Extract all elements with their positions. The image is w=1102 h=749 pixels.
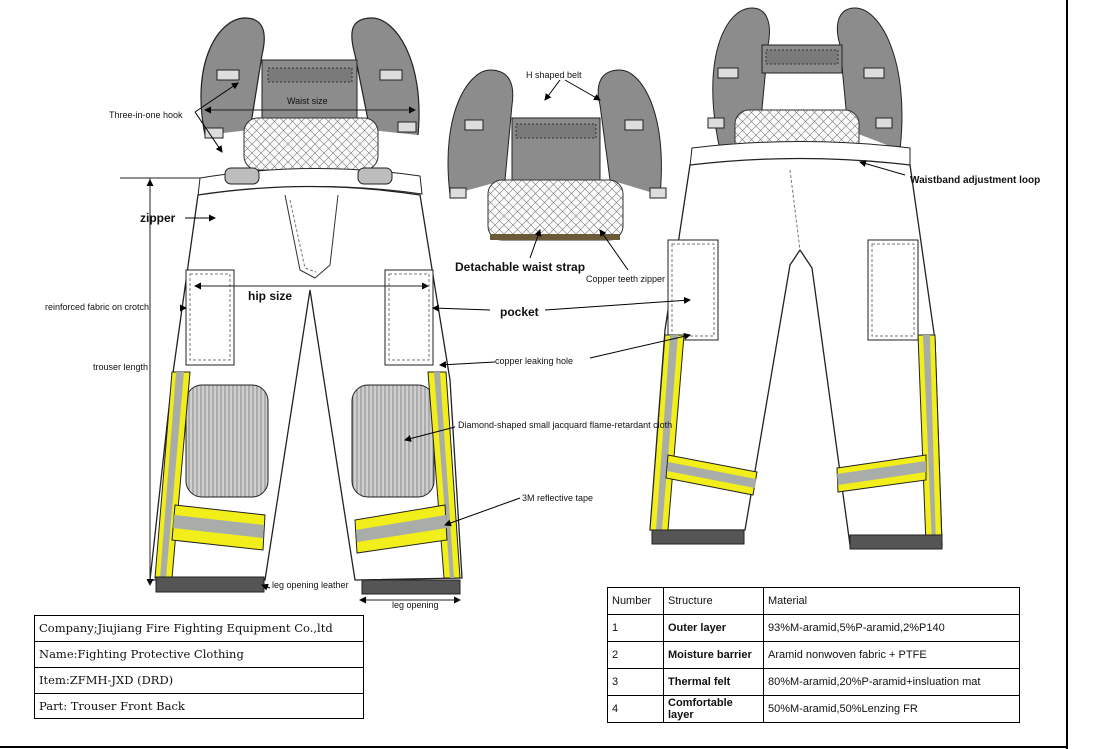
label-detachable-waist-strap: Detachable waist strap bbox=[455, 260, 586, 274]
front-knee-pad-right bbox=[351, 384, 435, 498]
row-material: 93%M-aramid,5%P-aramid,2%P140 bbox=[763, 614, 1020, 642]
company-row: Company;Jiujiang Fire Fighting Equipment… bbox=[35, 616, 363, 642]
part-row: Part: Trouser Front Back bbox=[39, 699, 185, 713]
row-material: Aramid nonwoven fabric + PTFE bbox=[763, 641, 1020, 669]
label-reflective-tape: 3M reflective tape bbox=[522, 493, 594, 503]
label-trouser-length: trouser length bbox=[93, 362, 149, 372]
row-number: 3 bbox=[607, 668, 664, 696]
row-structure: Outer layer bbox=[663, 614, 764, 642]
label-leg-opening: leg opening bbox=[392, 600, 439, 610]
table-row: 3 Thermal felt 80%M-aramid,20%P-aramid+i… bbox=[607, 668, 1020, 696]
row-structure: Comfortable layer bbox=[663, 695, 764, 723]
row-structure: Moisture barrier bbox=[663, 641, 764, 669]
table-row: 1 Outer layer 93%M-aramid,5%P-aramid,2%P… bbox=[607, 614, 1020, 642]
label-waist-size: Waist size bbox=[287, 96, 328, 106]
row-number: 1 bbox=[607, 614, 664, 642]
back-trouser bbox=[649, 7, 943, 550]
label-reinforced-fabric: reinforced fabric on crotch bbox=[45, 302, 150, 312]
leader-lines bbox=[180, 79, 906, 591]
frame-border-bottom bbox=[0, 746, 1068, 748]
front-pocket-right bbox=[384, 269, 434, 366]
label-leg-opening-leather: leg opening leather bbox=[272, 580, 349, 590]
front-waist-pad bbox=[243, 117, 379, 171]
detached-waist-strap bbox=[447, 69, 667, 241]
header-number: Number bbox=[607, 587, 664, 615]
row-number: 4 bbox=[607, 695, 664, 723]
row-material: 50%M-aramid,50%Lenzing FR bbox=[763, 695, 1020, 723]
material-table: Number Structure Material 1 Outer layer … bbox=[607, 587, 1020, 723]
table-row: 4 Comfortable layer 50%M-aramid,50%Lenzi… bbox=[607, 695, 1020, 723]
table-header-row: Number Structure Material bbox=[607, 587, 1020, 615]
detached-quilt-pad bbox=[487, 179, 624, 241]
header-material: Material bbox=[763, 587, 1020, 615]
front-knee-pad-left bbox=[185, 384, 269, 498]
label-waistband-adjustment-loop: Waistband adjustment loop bbox=[910, 175, 1041, 186]
header-structure: Structure bbox=[663, 587, 764, 615]
row-material: 80%M-aramid,20%P-aramid+insluation mat bbox=[763, 668, 1020, 696]
label-pocket: pocket bbox=[500, 305, 539, 319]
label-copper-leaking-hole: copper leaking hole bbox=[495, 356, 574, 366]
label-h-shaped-belt: H shaped belt bbox=[526, 70, 582, 80]
row-structure: Thermal felt bbox=[663, 668, 764, 696]
label-three-in-one-hook: Three-in-one hook bbox=[109, 110, 183, 120]
front-pocket-left bbox=[185, 269, 235, 366]
company-info-box: Company;Jiujiang Fire Fighting Equipment… bbox=[34, 615, 364, 719]
label-zipper: zipper bbox=[140, 211, 176, 225]
name-row: Name:Fighting Protective Clothing bbox=[35, 642, 363, 668]
label-hip-size: hip size bbox=[248, 289, 293, 303]
row-number: 2 bbox=[607, 641, 664, 669]
table-row: 2 Moisture barrier Aramid nonwoven fabri… bbox=[607, 641, 1020, 669]
item-row: Item:ZFMH-JXD (DRD) bbox=[35, 668, 363, 694]
label-jacquard-cloth: Diamond-shaped small jacquard flame-reta… bbox=[458, 420, 673, 430]
frame-border-right bbox=[1066, 0, 1068, 749]
front-trouser bbox=[120, 17, 463, 604]
label-copper-teeth-zipper: Copper teeth zipper bbox=[586, 274, 666, 284]
